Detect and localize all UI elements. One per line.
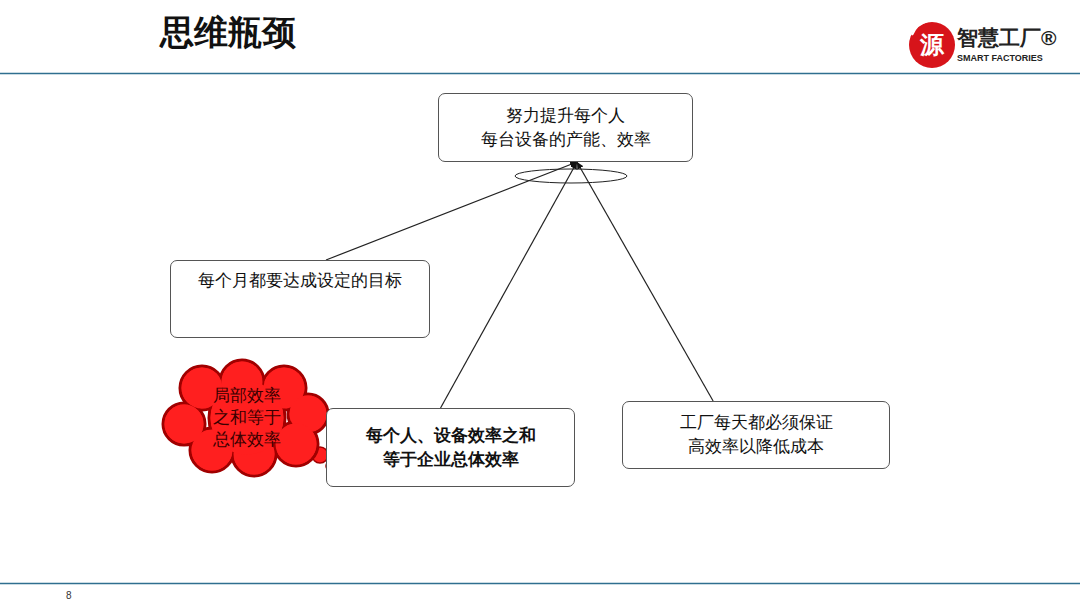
goal-box: 努力提升每个人 每台设备的产能、效率 [438, 93, 693, 162]
node-text: 局部效率 之和等于 总体效率 [207, 385, 287, 451]
node-text: 工厂每天都必须保证 高效率以降低成本 [637, 411, 875, 459]
connector-line [441, 162, 577, 408]
logo-glyph: 源 [920, 32, 944, 58]
connector-line [577, 162, 713, 401]
page-number: 8 [66, 590, 72, 601]
node-text: 努力提升每个人 每台设备的产能、效率 [453, 104, 678, 152]
header-rule [0, 73, 1080, 75]
connector-line [326, 162, 577, 260]
belief-box: 工厂每天都必须保证 高效率以降低成本 [622, 401, 890, 469]
apex-ellipse [515, 169, 627, 183]
slide-title: 思维瓶颈 [160, 10, 296, 56]
node-text: 每个月都要达成设定的目标 [198, 269, 402, 293]
node-text: 每个人、设备效率之和 等于企业总体效率 [341, 424, 560, 472]
belief-box: 每个月都要达成设定的目标 [170, 260, 430, 338]
logo-subtitle: SMART FACTORIES [957, 54, 1043, 64]
logo-name: 智慧工厂® [957, 26, 1056, 49]
footer-rule [0, 583, 1080, 585]
belief-box: 每个人、设备效率之和 等于企业总体效率 [326, 408, 575, 487]
thought-cloud: 局部效率 之和等于 总体效率 [162, 366, 332, 470]
